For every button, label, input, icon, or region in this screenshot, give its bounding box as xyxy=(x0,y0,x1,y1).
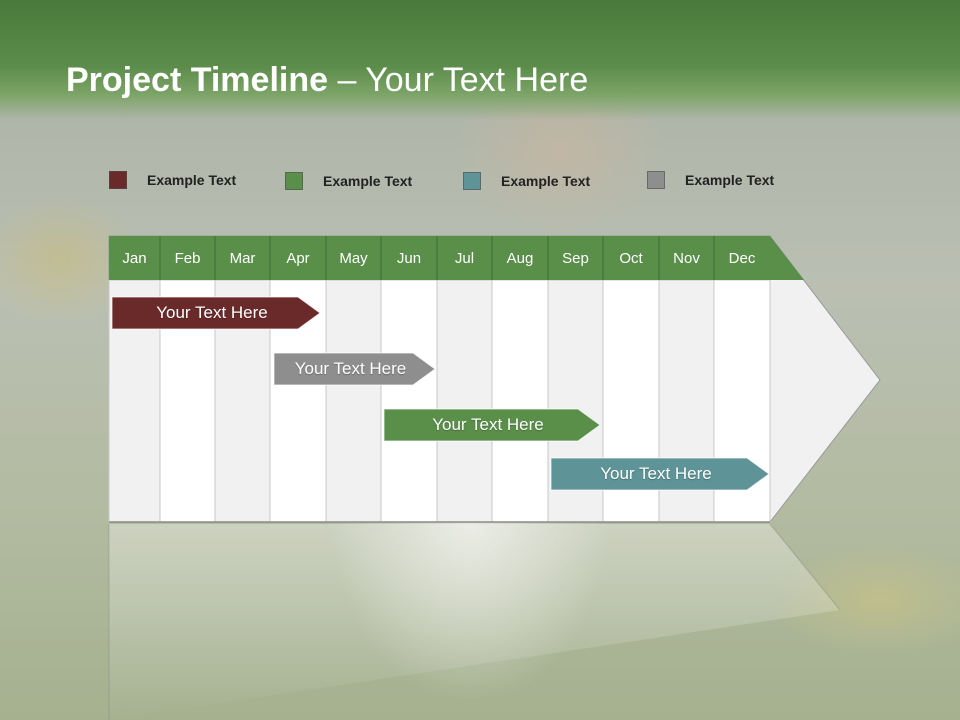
month-label-aug: Aug xyxy=(506,250,534,267)
slide-title: Project Timeline – Your Text Here xyxy=(66,58,588,102)
legend-swatch-4 xyxy=(647,171,665,189)
task-label-3: Your Text Here xyxy=(432,415,544,434)
task-label-4: Your Text Here xyxy=(600,464,712,483)
month-label-jan: Jan xyxy=(122,250,147,267)
legend-swatch-2 xyxy=(285,172,303,190)
month-label-feb: Feb xyxy=(174,250,201,267)
month-label-mar: Mar xyxy=(229,250,256,267)
month-label-jun: Jun xyxy=(396,250,422,267)
legend-label-1: Example Text xyxy=(147,172,237,188)
task-label-1: Your Text Here xyxy=(156,303,268,322)
task-label-2: Your Text Here xyxy=(294,359,407,378)
title-rest: – Your Text Here xyxy=(328,61,589,99)
task-arrow-4 xyxy=(550,457,770,491)
month-column-jun xyxy=(380,279,438,523)
arrow-tip-green xyxy=(770,236,804,280)
month-column-may xyxy=(325,279,382,523)
legend-label-2: Example Text xyxy=(323,173,413,189)
month-label-nov: Nov xyxy=(673,250,700,267)
month-label-may: May xyxy=(339,250,368,267)
task-arrow-2 xyxy=(273,352,436,386)
month-column-jul xyxy=(436,279,493,523)
month-label-dec: Dec xyxy=(728,250,756,267)
month-column-aug xyxy=(491,279,549,523)
task-arrow-1 xyxy=(111,296,321,330)
month-label-jul: Jul xyxy=(454,250,475,267)
reflection-diagonal xyxy=(769,523,841,611)
month-label-sep: Sep xyxy=(562,250,589,267)
month-label-oct: Oct xyxy=(619,250,643,267)
title-bold: Project Timeline xyxy=(66,61,329,99)
legend-swatch-1 xyxy=(109,171,127,189)
month-header-bar xyxy=(109,236,770,280)
task-arrow-3 xyxy=(383,408,601,442)
legend-label-4: Example Text xyxy=(685,172,775,188)
month-label-apr: Apr xyxy=(286,250,310,267)
legend-swatch-3 xyxy=(463,172,481,190)
legend-label-3: Example Text xyxy=(501,173,591,189)
timeline-reflection xyxy=(109,524,840,720)
title-banner: Project Timeline – Your Text Here xyxy=(0,0,960,120)
